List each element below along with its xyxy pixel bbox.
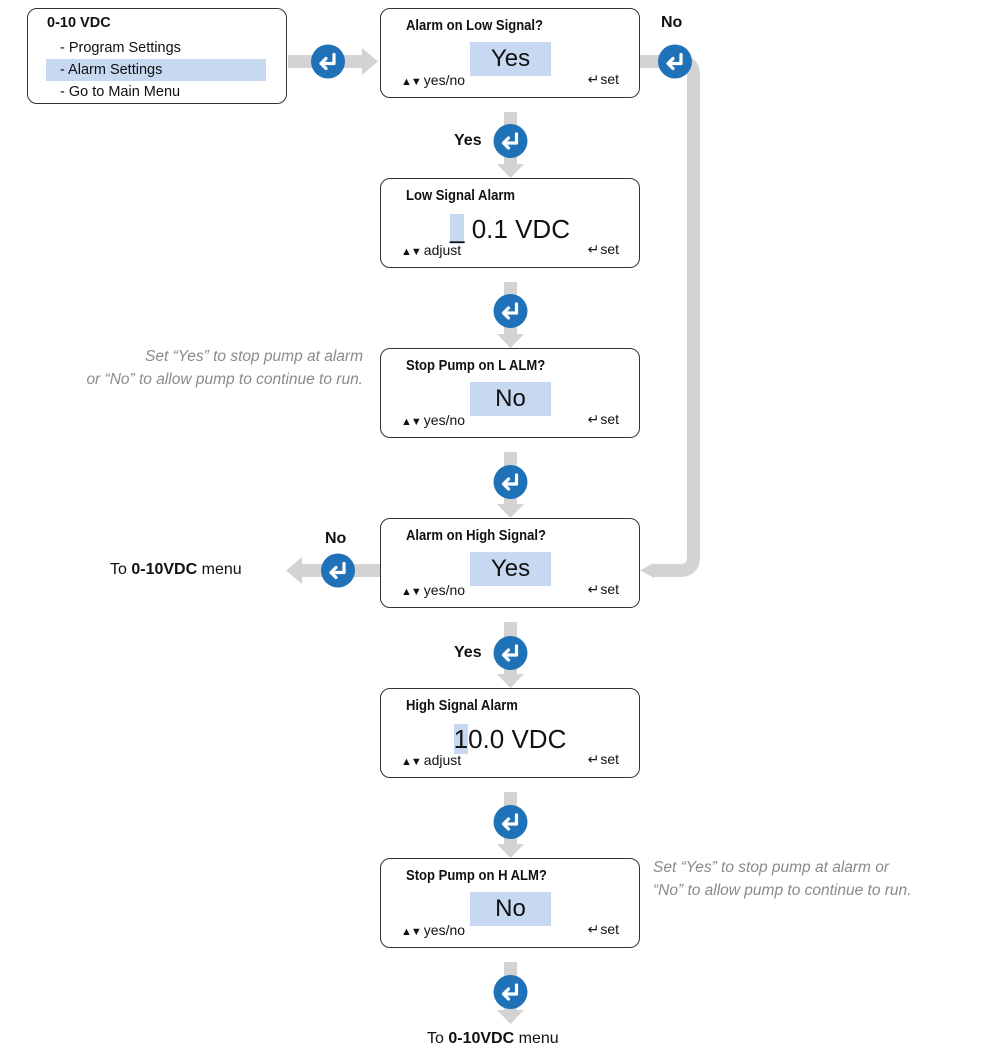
menu-item-main-menu[interactable]: - Go to Main Menu xyxy=(60,84,181,100)
enter-button-icon[interactable] xyxy=(491,803,530,841)
value-text: 0.0 VDC xyxy=(468,724,567,754)
alarm-high-signal-screen: Alarm on High Signal? Yes ▲▼yes/no ↵set xyxy=(380,518,640,608)
enter-button-icon[interactable] xyxy=(491,292,530,330)
screen-set: ↵set xyxy=(588,751,619,768)
stop-pump-low-screen: Stop Pump on L ALM? No ▲▼yes/no ↵set xyxy=(380,348,640,438)
up-down-icon: ▲▼ xyxy=(401,246,422,258)
enter-button-icon[interactable] xyxy=(491,634,530,672)
hint-text: adjust xyxy=(423,752,462,768)
cursor-digit: _ xyxy=(450,214,465,244)
enter-button-icon[interactable] xyxy=(309,42,347,81)
dest-suffix: menu xyxy=(518,1030,559,1047)
screen-hint: ▲▼yes/no xyxy=(401,582,465,598)
enter-button-icon[interactable] xyxy=(656,42,694,81)
set-text: set xyxy=(600,71,619,87)
return-icon: ↵ xyxy=(587,71,600,87)
branch-label-no: No xyxy=(325,530,347,547)
return-icon: ↵ xyxy=(587,411,600,427)
screen-title: Low Signal Alarm xyxy=(406,188,516,204)
enter-button-icon[interactable] xyxy=(491,463,530,501)
dest-prefix: To xyxy=(427,1030,444,1047)
hint-text: yes/no xyxy=(423,412,466,428)
enter-button-icon[interactable] xyxy=(491,122,530,160)
screen-hint: ▲▼yes/no xyxy=(401,922,465,938)
set-text: set xyxy=(600,751,619,767)
return-icon: ↵ xyxy=(587,921,600,937)
return-icon: ↵ xyxy=(587,581,600,597)
enter-button-icon[interactable] xyxy=(491,973,530,1011)
up-down-icon: ▲▼ xyxy=(401,926,422,938)
screen-value[interactable]: Yes xyxy=(470,552,551,586)
screen-title: Alarm on Low Signal? xyxy=(406,18,544,34)
return-icon: ↵ xyxy=(587,751,600,767)
screen-title: Alarm on High Signal? xyxy=(406,528,546,544)
screen-title: Stop Pump on H ALM? xyxy=(406,868,547,884)
dest-menu-name: 0-10VDC xyxy=(131,561,198,578)
enter-button-icon[interactable] xyxy=(319,551,357,590)
up-down-icon: ▲▼ xyxy=(401,586,422,598)
screen-value[interactable]: Yes xyxy=(470,42,551,76)
up-down-icon: ▲▼ xyxy=(401,416,422,428)
dest-suffix: menu xyxy=(201,561,242,578)
low-signal-alarm-screen: Low Signal Alarm _ 0.1 VDC ▲▼adjust ↵set xyxy=(380,178,640,268)
note-line: Set “Yes” to stop pump at alarm xyxy=(145,348,363,365)
hint-text: yes/no xyxy=(423,72,466,88)
screen-value[interactable]: No xyxy=(470,892,551,926)
screen-set: ↵set xyxy=(588,241,619,258)
hint-text: yes/no xyxy=(423,922,466,938)
destination-menu-link[interactable]: To 0-10VDC menu xyxy=(427,1030,559,1048)
note-stop-high: Set “Yes” to stop pump at alarm or “No” … xyxy=(653,856,911,902)
return-icon: ↵ xyxy=(587,241,600,257)
note-stop-low: Set “Yes” to stop pump at alarm or “No” … xyxy=(86,345,363,391)
branch-label-yes: Yes xyxy=(454,132,482,149)
high-signal-alarm-screen: High Signal Alarm 10.0 VDC ▲▼adjust ↵set xyxy=(380,688,640,778)
screen-set: ↵set xyxy=(588,411,619,428)
screen-hint: ▲▼adjust xyxy=(401,242,461,258)
screen-value[interactable]: No xyxy=(470,382,551,416)
up-down-icon: ▲▼ xyxy=(401,76,422,88)
screen-hint: ▲▼adjust xyxy=(401,752,461,768)
arrow-no-branch-to-alarm-high xyxy=(640,55,700,578)
menu-item-alarm-settings[interactable]: - Alarm Settings xyxy=(46,59,266,81)
screen-set: ↵set xyxy=(588,71,619,88)
alarm-low-signal-screen: Alarm on Low Signal? Yes ▲▼yes/no ↵set xyxy=(380,8,640,98)
set-text: set xyxy=(600,581,619,597)
note-line: Set “Yes” to stop pump at alarm or xyxy=(653,859,890,876)
hint-text: adjust xyxy=(423,242,462,258)
up-down-icon: ▲▼ xyxy=(401,756,422,768)
set-text: set xyxy=(600,921,619,937)
dest-menu-name: 0-10VDC xyxy=(448,1030,515,1047)
screen-hint: ▲▼yes/no xyxy=(401,412,465,428)
menu-item-program-settings[interactable]: - Program Settings xyxy=(60,40,181,56)
screen-hint: ▲▼yes/no xyxy=(401,72,465,88)
set-text: set xyxy=(600,241,619,257)
screen-title: Stop Pump on L ALM? xyxy=(406,358,546,374)
set-text: set xyxy=(600,411,619,427)
screen-value[interactable]: _ 0.1 VDC xyxy=(381,212,639,246)
hint-text: yes/no xyxy=(423,582,466,598)
note-line: “No” to allow pump to continue to run. xyxy=(653,882,912,899)
screen-value[interactable]: 10.0 VDC xyxy=(381,722,639,756)
screen-set: ↵set xyxy=(588,581,619,598)
value-text: 0.1 VDC xyxy=(464,214,570,244)
screen-set: ↵set xyxy=(588,921,619,938)
stop-pump-high-screen: Stop Pump on H ALM? No ▲▼yes/no ↵set xyxy=(380,858,640,948)
branch-label-yes: Yes xyxy=(454,644,482,661)
menu-title: 0-10 VDC xyxy=(47,15,111,31)
destination-menu-link[interactable]: To 0-10VDC menu xyxy=(110,561,242,579)
branch-label-no: No xyxy=(661,14,683,31)
dest-prefix: To xyxy=(110,561,127,578)
vdc-menu-screen: 0-10 VDC - Program Settings - Alarm Sett… xyxy=(27,8,287,104)
note-line: or “No” to allow pump to continue to run… xyxy=(86,371,363,388)
cursor-digit: 1 xyxy=(453,724,469,754)
screen-title: High Signal Alarm xyxy=(406,698,518,714)
